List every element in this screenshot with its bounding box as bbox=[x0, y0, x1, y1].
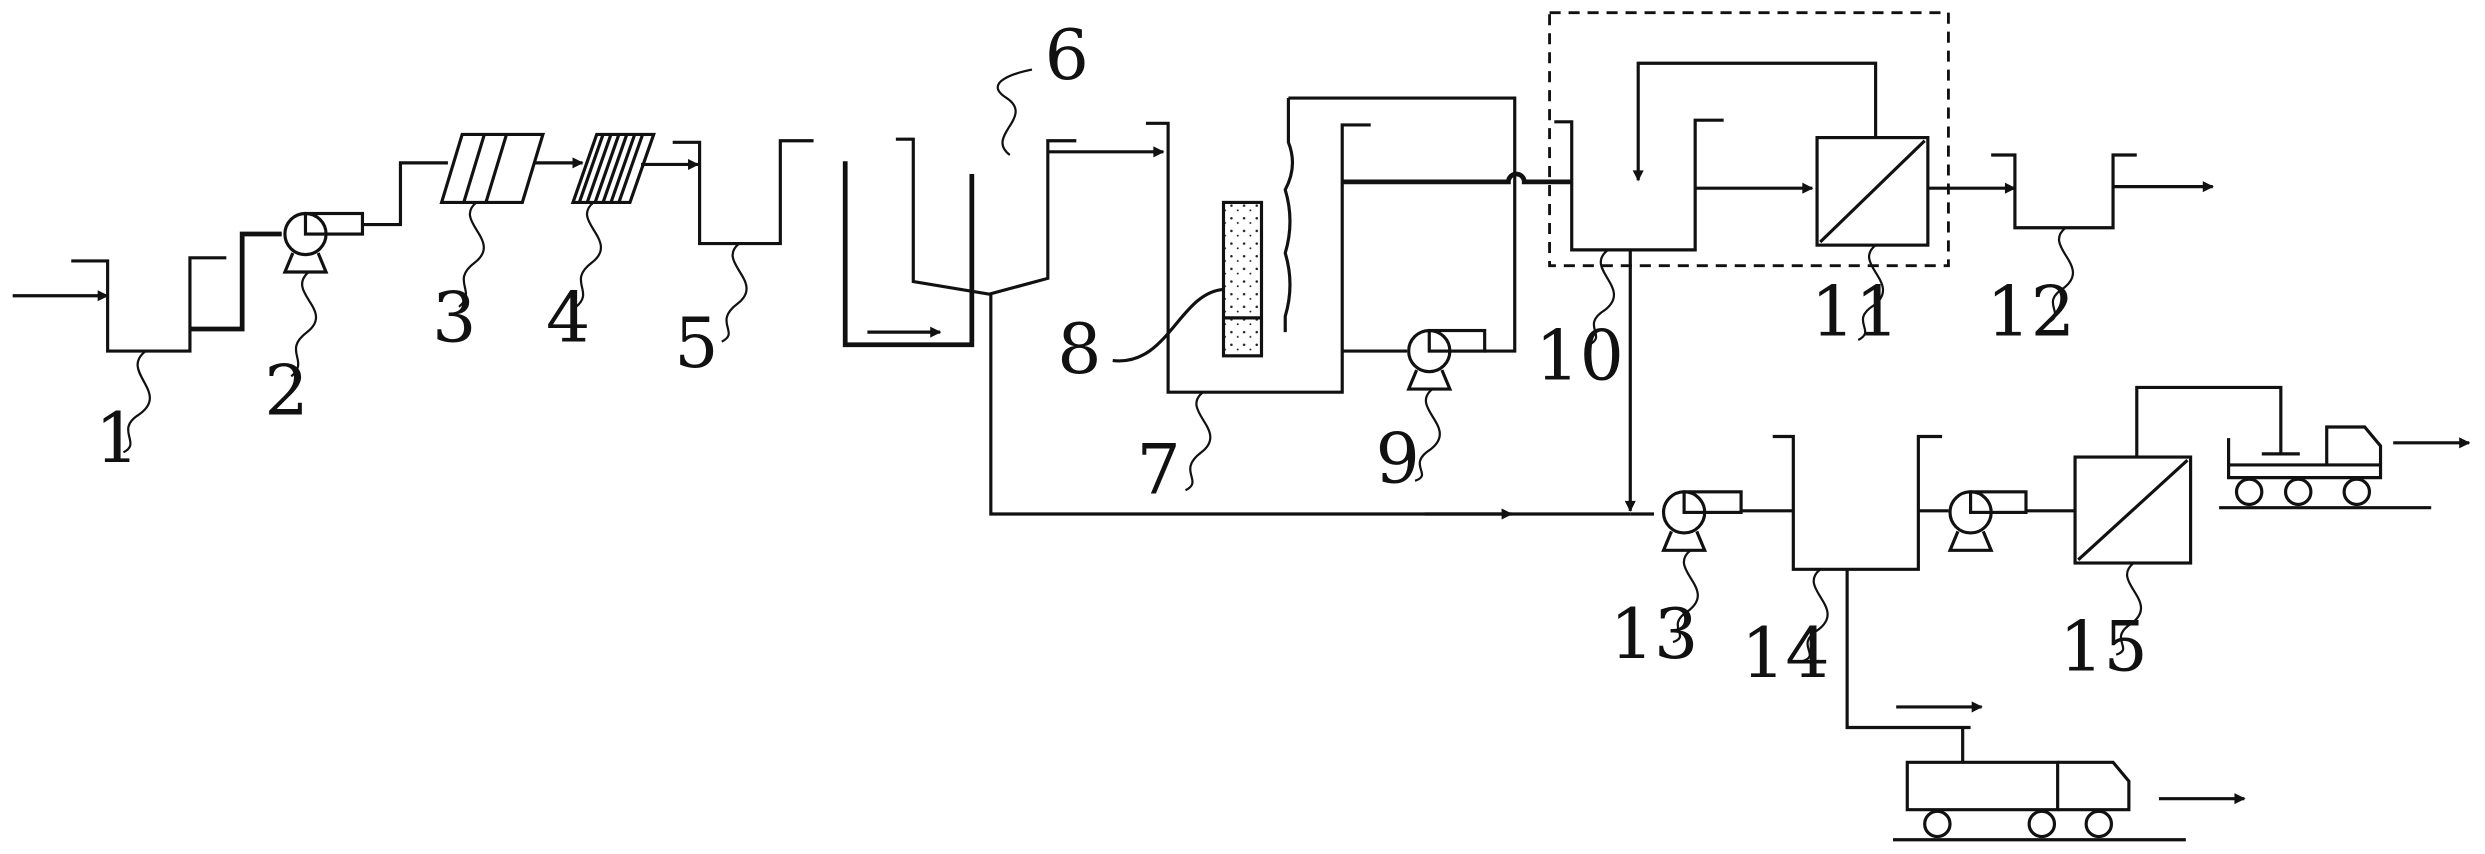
truck-lower bbox=[1893, 760, 2186, 842]
tank-14 bbox=[1772, 434, 1943, 571]
leader-13 bbox=[1672, 549, 1699, 644]
pump-13 bbox=[1661, 490, 1743, 552]
leader-15 bbox=[2115, 562, 2142, 656]
tank-7 bbox=[1145, 121, 1371, 394]
leader-14 bbox=[1802, 568, 1829, 663]
pump-15-feed bbox=[1947, 490, 2028, 552]
pipe-7-10 bbox=[1342, 171, 1572, 185]
filter-3 bbox=[439, 132, 546, 205]
filter-press-15 bbox=[2073, 455, 2193, 565]
tank-12 bbox=[1991, 153, 2137, 230]
label-8: 8 bbox=[1057, 309, 1101, 390]
pump-2 bbox=[282, 211, 365, 274]
label-5: 5 bbox=[674, 303, 718, 384]
leader-4 bbox=[575, 201, 602, 308]
pipe-14-truck bbox=[1845, 569, 1971, 730]
tank-10 bbox=[1554, 118, 1724, 252]
label-1: 1 bbox=[95, 398, 139, 479]
pipe-5-6 bbox=[842, 161, 975, 348]
pump-9 bbox=[1406, 328, 1487, 391]
leader-12 bbox=[2047, 226, 2074, 324]
leader-1 bbox=[122, 350, 151, 454]
label-2: 2 bbox=[264, 350, 308, 431]
label-13: 13 bbox=[1610, 594, 1699, 675]
return-pipe bbox=[1632, 61, 1878, 182]
pipe-15-truck bbox=[2135, 385, 2283, 458]
label-15: 15 bbox=[2059, 607, 2148, 688]
sludge-pipe bbox=[989, 294, 1631, 516]
filter-4 bbox=[570, 132, 656, 205]
label-14: 14 bbox=[1741, 613, 1830, 694]
leader-10 bbox=[1588, 248, 1616, 346]
label-7: 7 bbox=[1136, 429, 1180, 510]
tank-1 bbox=[71, 256, 227, 353]
leader-3 bbox=[458, 201, 485, 308]
media-column-8 bbox=[1221, 200, 1264, 358]
label-9: 9 bbox=[1375, 418, 1419, 499]
label-6: 6 bbox=[1045, 15, 1089, 96]
leader-7 bbox=[1184, 391, 1212, 492]
label-4: 4 bbox=[546, 278, 590, 359]
label-3: 3 bbox=[432, 278, 476, 359]
aeration-line bbox=[1288, 96, 1517, 353]
leader-11 bbox=[1857, 244, 1884, 342]
aerator-pipe bbox=[1283, 98, 1294, 333]
mbr-boundary bbox=[1548, 11, 1950, 268]
leader-6 bbox=[996, 68, 1033, 156]
label-12: 12 bbox=[1986, 271, 2075, 352]
tank-6 bbox=[895, 137, 1077, 296]
tank-5 bbox=[672, 139, 814, 246]
label-10: 10 bbox=[1535, 316, 1624, 397]
pipe-2-3 bbox=[362, 161, 448, 227]
membrane-11 bbox=[1815, 136, 1930, 247]
pipe-1-2 bbox=[189, 231, 282, 332]
label-11: 11 bbox=[1811, 271, 1900, 352]
labels: 1 2 3 4 5 6 7 8 9 10 11 12 13 14 15 bbox=[95, 15, 2148, 694]
leader-5 bbox=[721, 242, 748, 343]
truck-upper bbox=[2219, 425, 2432, 510]
leader-9 bbox=[1414, 388, 1441, 482]
leader-8 bbox=[1112, 287, 1224, 363]
leader-2 bbox=[290, 271, 318, 378]
